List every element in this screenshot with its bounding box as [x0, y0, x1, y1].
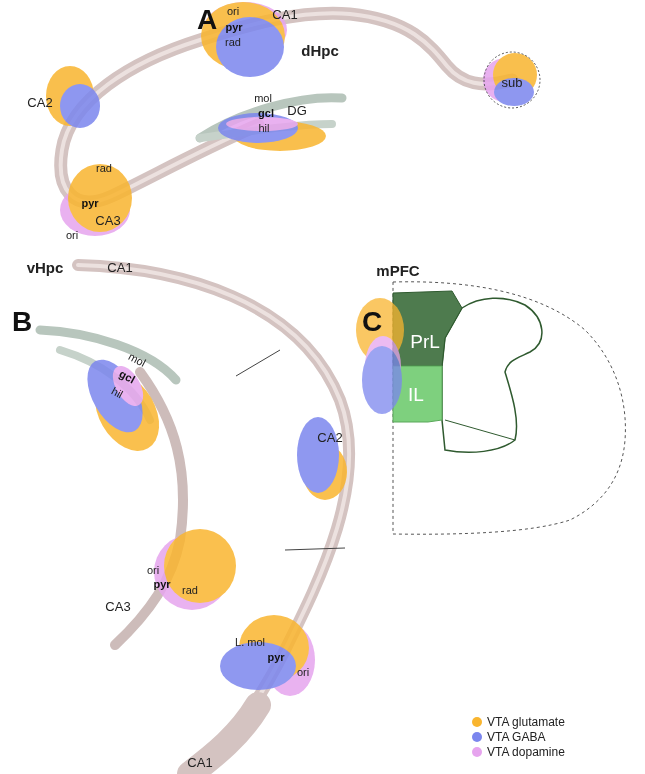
region-border	[445, 420, 515, 440]
legend-text: VTA glutamate	[487, 716, 565, 728]
region-label: sub	[502, 75, 523, 90]
node-outline	[393, 290, 463, 367]
region-label: mPFC	[376, 262, 419, 279]
region-heading: vHpc	[27, 260, 64, 275]
pyramidal-band-highlight	[61, 13, 512, 202]
legend-text: VTA dopamine	[487, 746, 565, 758]
layer-label: pyr	[81, 198, 98, 209]
infralimbic-region: IL	[393, 365, 443, 423]
subiculum-region: sub	[482, 50, 542, 110]
layer-label: pyr	[153, 579, 170, 590]
layer-label: rad	[225, 37, 241, 48]
gaba-terminal-field	[218, 113, 298, 143]
mpfc-outline: mPFCPrLIL	[390, 258, 630, 538]
layer-label: L. mol	[235, 637, 265, 648]
subfield-label: CA1	[187, 756, 212, 769]
dopamine-terminal-field	[365, 336, 401, 396]
legend-swatch	[472, 732, 482, 742]
pyramidal-band	[61, 13, 512, 202]
gaba-terminal-field	[216, 17, 284, 77]
glutamate-terminal-field	[356, 298, 404, 362]
prelimbic-region: PrL	[393, 290, 463, 367]
layer-label: gcl	[258, 108, 274, 119]
subfield-label: CA3	[105, 600, 130, 613]
layer-label: ori	[66, 230, 78, 241]
gaba-terminal-field	[60, 84, 100, 128]
dopamine-terminal-field	[107, 361, 150, 411]
legend-swatch	[472, 717, 482, 727]
subfield-label: DG	[287, 104, 307, 117]
subfield-label: CA1	[107, 261, 132, 274]
gaba-terminal-field	[362, 346, 402, 414]
region-heading: dHpc	[301, 43, 339, 58]
layer-label: hil	[258, 123, 269, 134]
layer-label: mol	[254, 93, 272, 104]
layer-label: ori	[147, 565, 159, 576]
layer-label: pyr	[267, 652, 284, 663]
node-shape	[484, 52, 540, 108]
glutamate-terminal-field	[164, 529, 236, 603]
panel-letter: B	[12, 308, 32, 336]
legend-text: VTA GABA	[487, 731, 545, 743]
subfield-label: CA1	[272, 8, 297, 21]
pyramidal-band	[78, 265, 349, 765]
layer-label: ori	[297, 667, 309, 678]
layer-label: pyr	[225, 22, 242, 33]
layer-label: rad	[182, 585, 198, 596]
gaba-terminal-field	[76, 350, 154, 441]
pyramidal-band-highlight	[78, 265, 349, 765]
subfield-label: CA3	[95, 214, 120, 227]
layer-label: rad	[96, 163, 112, 174]
glutamate-terminal-field	[68, 164, 132, 232]
subfield-label: CA2	[27, 96, 52, 109]
region-label: IL	[408, 384, 424, 406]
gaba-terminal-field	[297, 417, 339, 493]
legend-swatch	[472, 747, 482, 757]
node-shape	[393, 291, 462, 366]
panel-letter: C	[362, 308, 382, 336]
boundary-tick	[285, 548, 345, 550]
boundary-tick	[236, 350, 280, 376]
layer-label: ori	[227, 6, 239, 17]
subfield-label: CA2	[317, 431, 342, 444]
panel-letter: A	[197, 6, 217, 34]
gaba-terminal-field	[220, 642, 296, 690]
region-label: PrL	[410, 331, 440, 353]
node-shape	[393, 366, 442, 422]
node-shape	[393, 282, 625, 534]
striatum-outline	[442, 298, 542, 452]
